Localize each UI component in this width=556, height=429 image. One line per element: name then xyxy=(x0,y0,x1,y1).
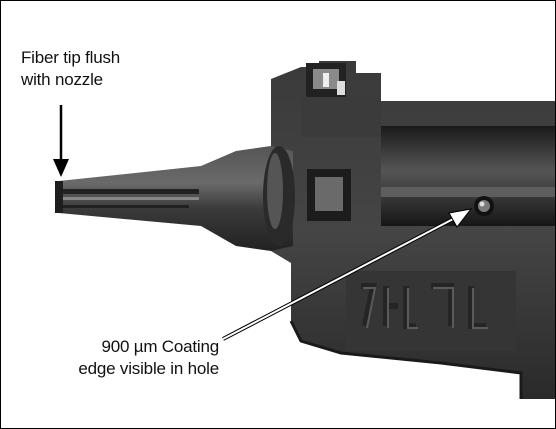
fiber-tip-caption-line1: Fiber tip flush xyxy=(21,48,121,67)
coating-arrow xyxy=(222,208,473,341)
nozzle xyxy=(55,146,295,251)
connector-body xyxy=(271,61,555,399)
coating-caption-line1: 900 µm Coating xyxy=(101,337,219,356)
coating-caption-line2: edge visible in hole xyxy=(78,359,219,378)
fiber-tip-arrow xyxy=(53,105,69,177)
fiber-tip-caption-line2: with nozzle xyxy=(21,70,103,89)
fiber-tip-caption: Fiber tip flush with nozzle xyxy=(21,47,120,91)
coating-caption: 900 µm Coating edge visible in hole xyxy=(31,336,219,380)
